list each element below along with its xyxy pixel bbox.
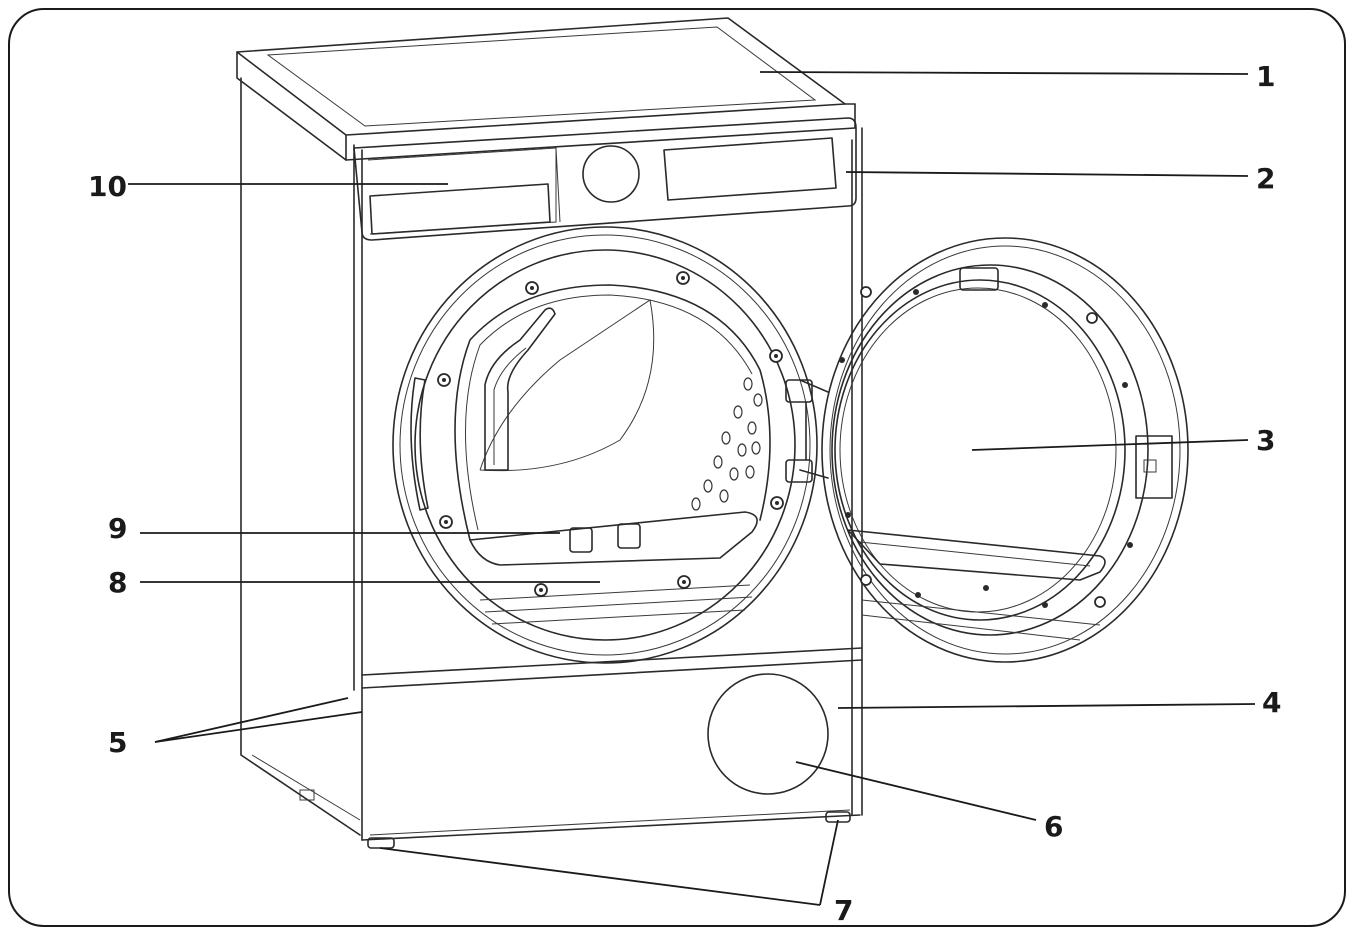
callout-8: 8 bbox=[108, 566, 127, 599]
callout-1: 1 bbox=[1256, 60, 1275, 93]
callout-2: 2 bbox=[1256, 162, 1275, 195]
door-opening bbox=[392, 226, 829, 664]
callout-10: 10 bbox=[88, 170, 127, 203]
open-door bbox=[821, 237, 1189, 663]
callout-4: 4 bbox=[1262, 686, 1281, 719]
callout-labels: 1 2 3 4 5 6 7 8 9 10 bbox=[88, 60, 1281, 927]
callout-6: 6 bbox=[1044, 810, 1063, 843]
leader-lines bbox=[128, 71, 1256, 906]
callout-3: 3 bbox=[1256, 424, 1275, 457]
control-panel bbox=[353, 117, 857, 241]
callout-7: 7 bbox=[834, 894, 853, 927]
ring-screws bbox=[437, 271, 784, 597]
drum-perforations bbox=[691, 377, 763, 511]
cabinet bbox=[240, 77, 863, 849]
callout-5: 5 bbox=[108, 726, 127, 759]
service-cover bbox=[707, 673, 829, 795]
callout-9: 9 bbox=[108, 512, 127, 545]
diagram-frame bbox=[8, 8, 1346, 927]
top-panel bbox=[236, 17, 856, 161]
